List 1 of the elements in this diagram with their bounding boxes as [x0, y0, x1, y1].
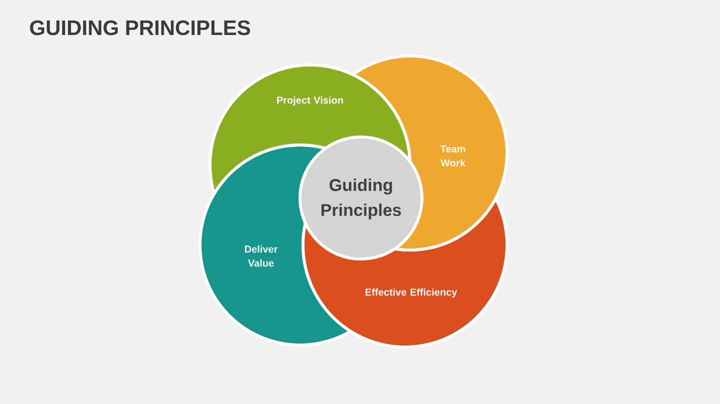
title: GUIDING PRINCIPLES: [30, 20, 250, 36]
